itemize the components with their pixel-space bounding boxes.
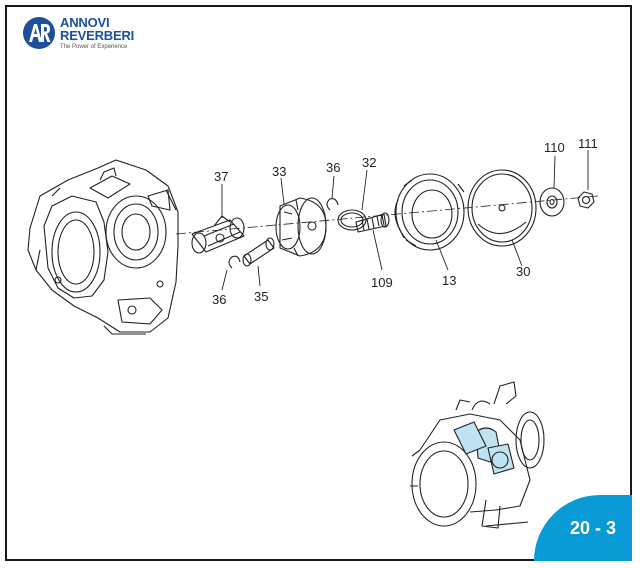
part-label: 109 (371, 275, 393, 290)
snap-ring-left (228, 255, 241, 269)
part-label: 36 (326, 160, 340, 175)
pump-housing (27, 159, 179, 335)
nut (577, 191, 595, 209)
diaphragm-cover (394, 173, 465, 251)
part-labels: 37 36 35 33 36 32 109 13 30 110 111 (212, 136, 598, 307)
assembled-pump-thumbnail (410, 381, 545, 529)
page-number: 20 - 3 (569, 517, 617, 538)
part-label: 37 (214, 169, 228, 184)
part-label: 32 (362, 155, 376, 170)
part-label: 36 (212, 292, 226, 307)
part-label: 111 (578, 136, 598, 151)
brand-logo: ANNOVI REVERBERI The Power of Experience (22, 16, 134, 50)
part-label: 30 (516, 264, 530, 279)
diaphragm-screw (355, 212, 390, 233)
leader-lines (221, 150, 589, 291)
piston-guide (275, 197, 327, 257)
part-label: 33 (272, 164, 286, 179)
piston-pin (242, 237, 275, 267)
brand-name-line1: ANNOVI (60, 15, 110, 30)
part-label: 13 (442, 273, 456, 288)
snap-ring-top (326, 198, 339, 211)
brand-tagline: The Power of Experience (60, 44, 128, 50)
washer (539, 187, 565, 217)
part-label: 110 (544, 140, 565, 155)
diaphragm (467, 169, 537, 247)
part-label: 35 (254, 289, 268, 304)
brand-name-line2: REVERBERI (60, 28, 135, 43)
brand-logo-icon (23, 17, 55, 49)
piston (191, 215, 245, 254)
assembly-axis (175, 195, 599, 235)
